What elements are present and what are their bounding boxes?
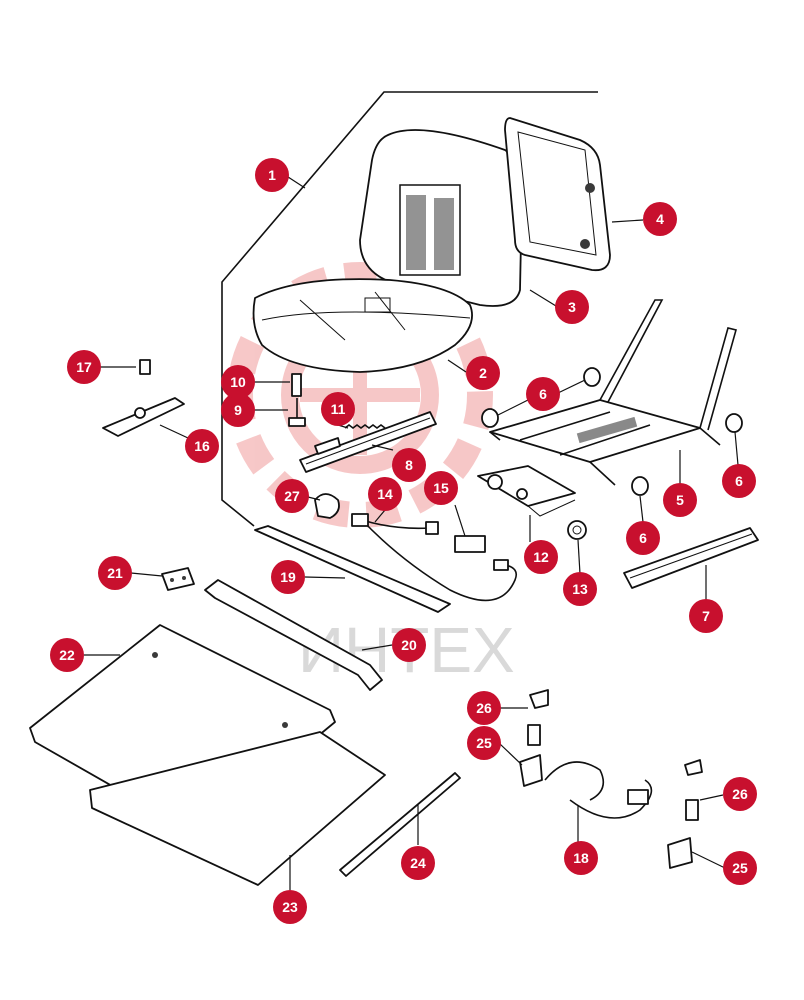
callout-17: 17 <box>67 350 101 384</box>
svg-text:12: 12 <box>533 549 549 565</box>
svg-text:20: 20 <box>401 637 417 653</box>
svg-text:7: 7 <box>702 608 710 624</box>
seat-assembly-outline <box>221 91 598 527</box>
callout-9: 9 <box>221 393 255 427</box>
callout-26a: 26 <box>467 691 501 725</box>
callout-15: 15 <box>424 471 458 505</box>
svg-text:1: 1 <box>268 167 276 183</box>
svg-text:13: 13 <box>572 581 588 597</box>
lever-bracket <box>102 359 185 437</box>
backrest-cushion <box>359 129 524 307</box>
grommet <box>567 520 587 540</box>
svg-text:26: 26 <box>732 786 748 802</box>
callout-6a: 6 <box>526 377 560 411</box>
svg-text:22: 22 <box>59 647 75 663</box>
svg-text:25: 25 <box>732 860 748 876</box>
callout-3: 3 <box>555 290 589 324</box>
svg-text:9: 9 <box>234 402 242 418</box>
svg-text:6: 6 <box>735 473 743 489</box>
svg-text:18: 18 <box>573 850 589 866</box>
callout-8: 8 <box>392 448 426 482</box>
callout-10: 10 <box>221 365 255 399</box>
callout-23: 23 <box>273 890 307 924</box>
slide-rail-left <box>299 411 437 473</box>
svg-text:23: 23 <box>282 899 298 915</box>
svg-text:5: 5 <box>676 492 684 508</box>
edge-strip <box>339 772 461 877</box>
callout-6b: 6 <box>722 464 756 498</box>
callout-7: 7 <box>689 599 723 633</box>
rubber-bushings <box>481 367 743 496</box>
svg-text:26: 26 <box>476 700 492 716</box>
svg-text:21: 21 <box>107 565 123 581</box>
callout-6c: 6 <box>626 521 660 555</box>
callout-leaders <box>84 174 739 890</box>
callout-13: 13 <box>563 572 597 606</box>
callout-25a: 25 <box>467 726 501 760</box>
callout-20: 20 <box>392 628 426 662</box>
small-plate <box>161 567 195 591</box>
callout-22: 22 <box>50 638 84 672</box>
svg-text:15: 15 <box>433 480 449 496</box>
mounting-bracket <box>204 579 383 691</box>
callout-5: 5 <box>663 483 697 517</box>
callout-2: 2 <box>466 356 500 390</box>
svg-text:16: 16 <box>194 438 210 454</box>
svg-text:3: 3 <box>568 299 576 315</box>
insulation-mat <box>89 731 386 886</box>
seat-frame <box>489 299 737 486</box>
svg-text:2: 2 <box>479 365 487 381</box>
svg-text:25: 25 <box>476 735 492 751</box>
callout-24: 24 <box>401 846 435 880</box>
svg-text:19: 19 <box>280 569 296 585</box>
callout-25b: 25 <box>723 851 757 885</box>
svg-text:6: 6 <box>539 386 547 402</box>
svg-text:6: 6 <box>639 530 647 546</box>
spring <box>344 424 386 429</box>
pin-parts <box>288 373 306 427</box>
callout-18: 18 <box>564 841 598 875</box>
svg-text:24: 24 <box>410 855 426 871</box>
seat-cushion <box>252 278 473 373</box>
seat-switch-harness <box>351 513 518 602</box>
svg-text:11: 11 <box>331 401 346 417</box>
svg-text:4: 4 <box>656 211 664 227</box>
callout-12: 12 <box>524 540 558 574</box>
callout-11: 11 <box>321 392 355 426</box>
svg-text:10: 10 <box>230 374 246 390</box>
svg-text:8: 8 <box>405 457 413 473</box>
mounting-strip <box>254 525 451 613</box>
callout-4: 4 <box>643 202 677 236</box>
callout-1: 1 <box>255 158 289 192</box>
svg-text:17: 17 <box>76 359 92 375</box>
cable-clamp <box>314 493 340 519</box>
callout-16: 16 <box>185 429 219 463</box>
svg-text:14: 14 <box>377 486 393 502</box>
callout-14: 14 <box>368 477 402 511</box>
switch-bracket <box>477 465 576 517</box>
callout-21: 21 <box>98 556 132 590</box>
slide-rail-right <box>623 527 759 589</box>
callout-19: 19 <box>271 560 305 594</box>
seat-belt-assembly <box>519 689 703 869</box>
svg-text:27: 27 <box>284 488 300 504</box>
backrest-shell-panel <box>504 117 611 272</box>
callout-27: 27 <box>275 479 309 513</box>
callout-badges: 1 2 3 4 5 6 6 6 7 8 9 10 11 12 13 14 15 … <box>50 158 757 924</box>
callout-26b: 26 <box>723 777 757 811</box>
